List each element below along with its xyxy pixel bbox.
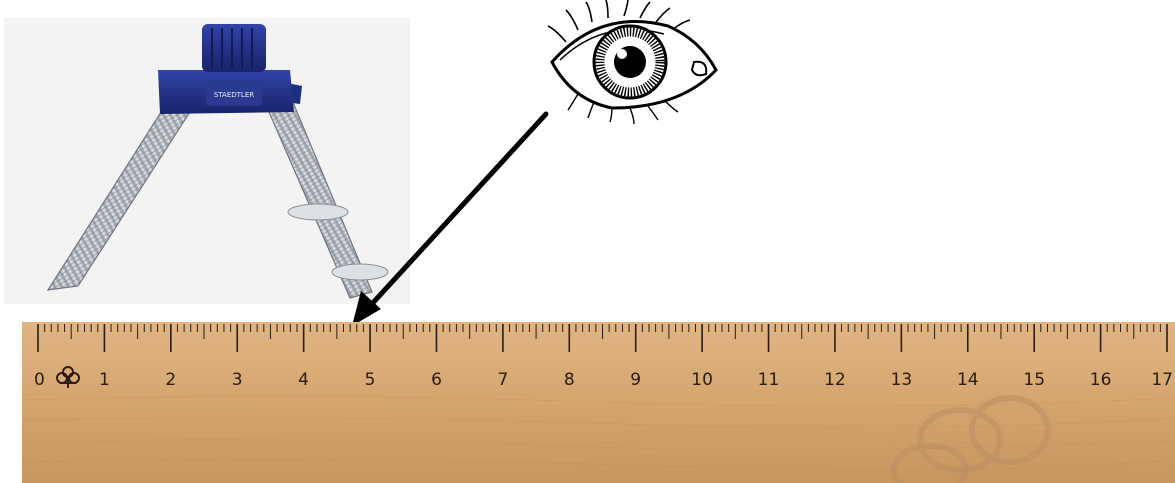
ruler-tick-label: 12 bbox=[824, 370, 846, 390]
ruler-tick-label: 8 bbox=[564, 370, 575, 390]
ruler-tick-label: 2 bbox=[165, 370, 176, 390]
ruler-tick-label: 4 bbox=[298, 370, 309, 390]
ruler-tick-label: 1 bbox=[99, 370, 110, 390]
compass-clip-lower bbox=[332, 264, 388, 280]
ruler-tick-label: 16 bbox=[1090, 370, 1112, 390]
compass-image: STAEDTLER bbox=[4, 18, 410, 304]
eye-highlight bbox=[617, 49, 627, 59]
ruler-tick-label: 13 bbox=[891, 370, 913, 390]
ruler-tick-label: 17 bbox=[1151, 370, 1173, 390]
ruler-tick-label: 10 bbox=[691, 370, 713, 390]
eye-icon bbox=[548, 0, 716, 124]
ruler-tick-label: 5 bbox=[365, 370, 376, 390]
eye-tear-duct bbox=[692, 62, 706, 76]
ruler-tick-label: 11 bbox=[758, 370, 780, 390]
ruler-tick-label: 15 bbox=[1023, 370, 1045, 390]
ruler-tick-label: 7 bbox=[497, 370, 508, 390]
ruler-tick-label: 0 bbox=[34, 370, 45, 390]
compass-brand-label: STAEDTLER bbox=[214, 91, 254, 99]
ruler-tick-label: 9 bbox=[630, 370, 641, 390]
ruler-tick-label: 6 bbox=[431, 370, 442, 390]
compass-clip-upper bbox=[288, 204, 348, 220]
ruler-tick-label: 3 bbox=[232, 370, 243, 390]
ruler-tick-label: 14 bbox=[957, 370, 979, 390]
